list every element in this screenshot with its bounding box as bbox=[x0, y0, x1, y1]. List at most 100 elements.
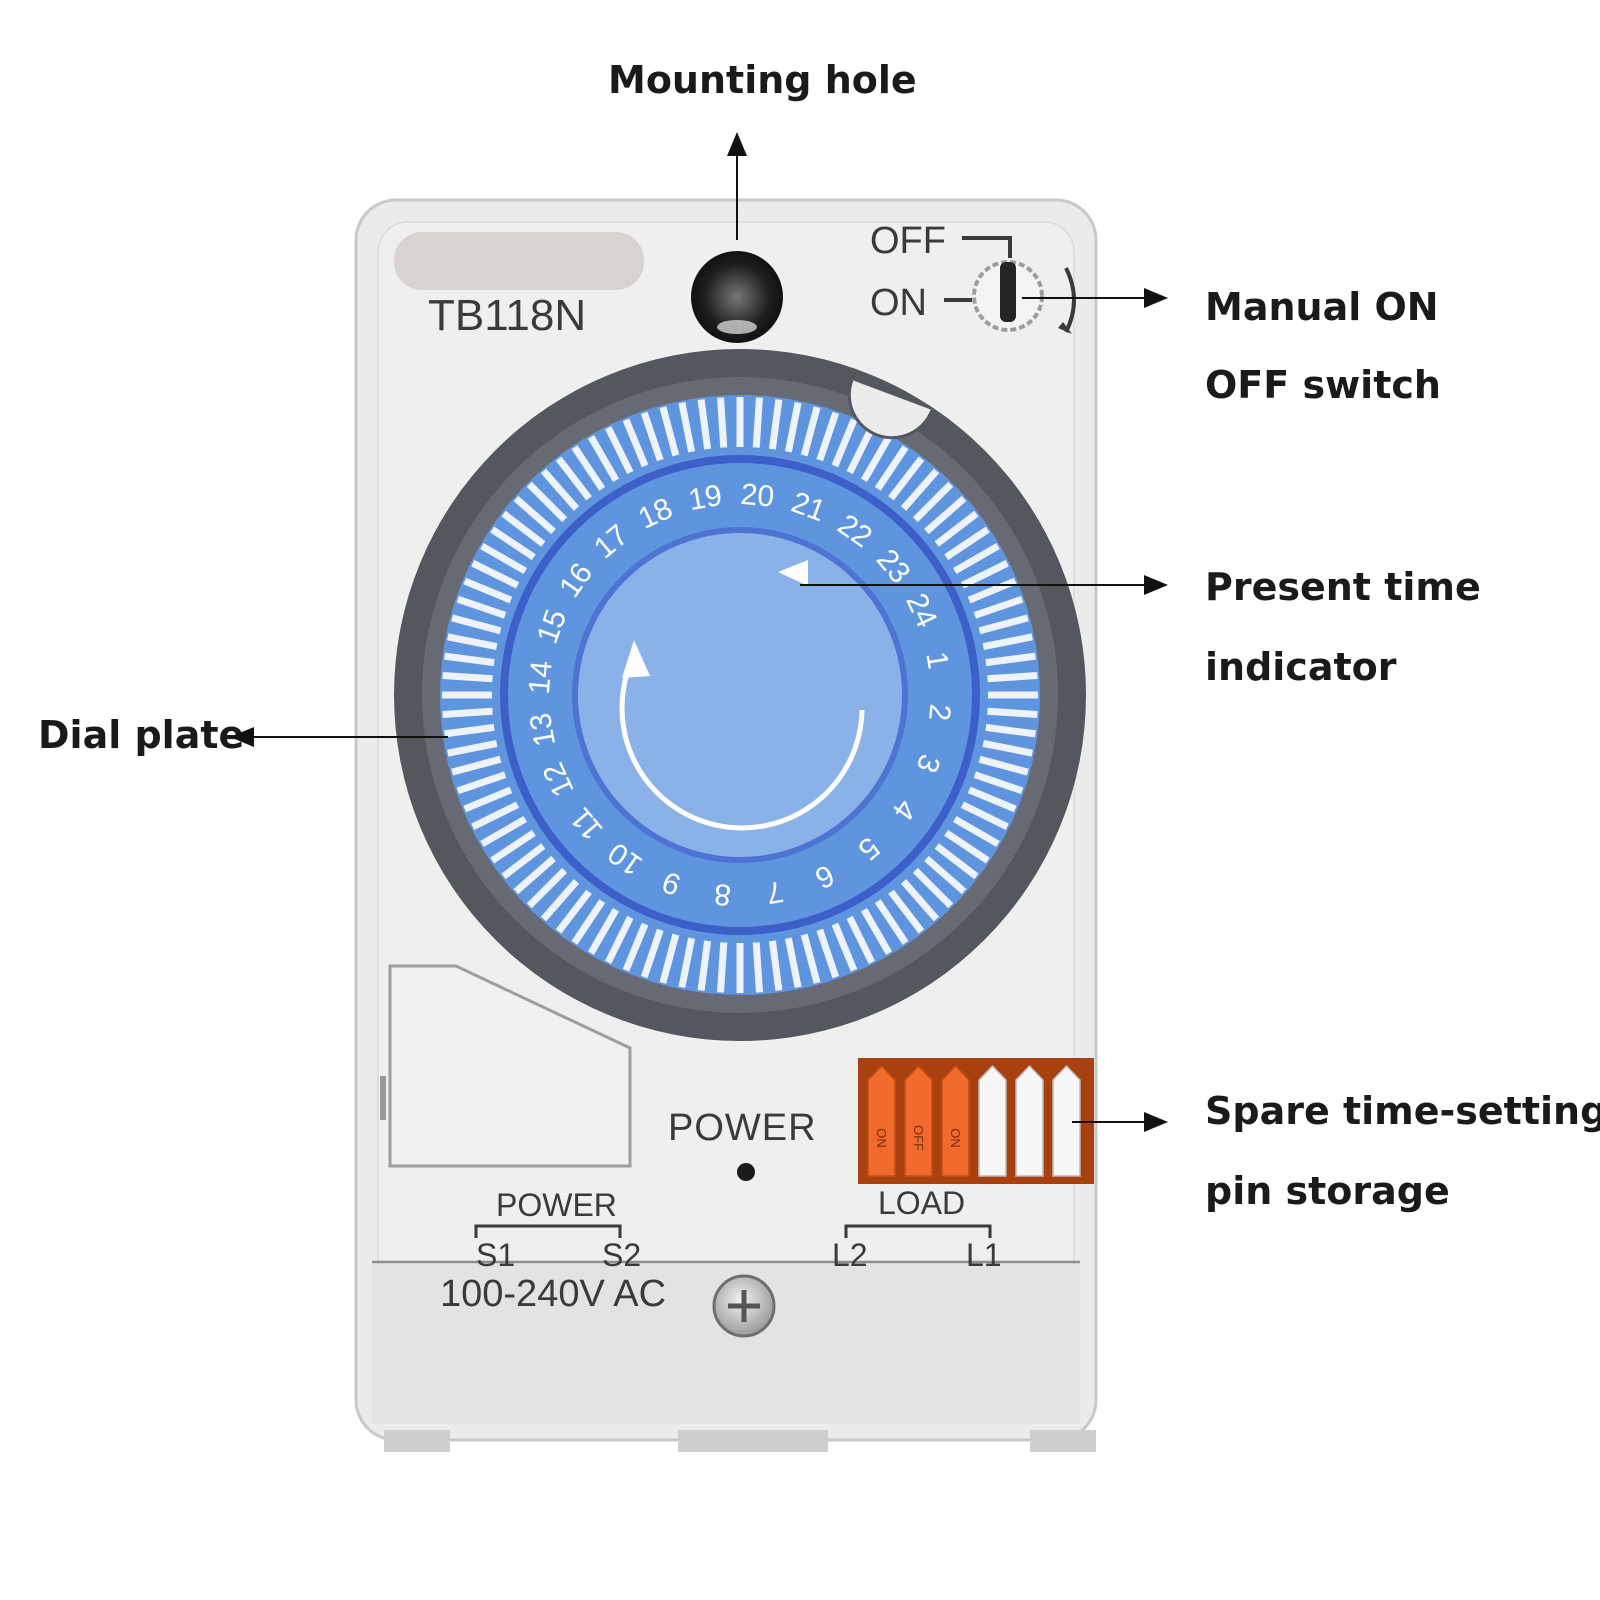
dial-segment[interactable] bbox=[985, 652, 1036, 667]
dial-segment[interactable] bbox=[978, 614, 1029, 635]
time-setting-pin-white[interactable] bbox=[1015, 1064, 1044, 1177]
dial-segment[interactable] bbox=[736, 943, 744, 993]
dial-segment[interactable] bbox=[451, 614, 502, 635]
dial-segment[interactable] bbox=[513, 855, 556, 895]
dial-segment[interactable] bbox=[640, 928, 664, 979]
dial-segment[interactable] bbox=[605, 426, 634, 475]
dial-segment[interactable] bbox=[831, 418, 858, 468]
dial-segment[interactable] bbox=[456, 595, 507, 619]
dial-segment[interactable] bbox=[768, 940, 783, 991]
dial-segment[interactable] bbox=[960, 801, 1009, 830]
dial-segment[interactable] bbox=[442, 691, 492, 699]
dial-segment[interactable] bbox=[982, 633, 1033, 651]
dial-segment[interactable] bbox=[912, 867, 954, 909]
dial-segment[interactable] bbox=[555, 456, 592, 501]
dial-segment[interactable] bbox=[800, 933, 821, 984]
dial-segment[interactable] bbox=[768, 399, 783, 450]
dial-segment[interactable] bbox=[960, 560, 1009, 589]
dial-segment[interactable] bbox=[444, 723, 495, 738]
dial-segment[interactable] bbox=[831, 922, 858, 972]
dial-segment[interactable] bbox=[442, 707, 493, 718]
dial-segment[interactable] bbox=[752, 942, 763, 993]
dial-segment[interactable] bbox=[953, 542, 1000, 575]
dial-segment[interactable] bbox=[736, 397, 744, 447]
dial-segment[interactable] bbox=[540, 468, 580, 511]
dial-segment[interactable] bbox=[471, 560, 520, 589]
dial-segment[interactable] bbox=[900, 879, 940, 922]
dial-segment[interactable] bbox=[953, 815, 1000, 848]
dial-segment[interactable] bbox=[717, 942, 728, 993]
dial-segment[interactable] bbox=[659, 406, 680, 457]
dial-segment[interactable] bbox=[784, 937, 802, 988]
dial-segment[interactable] bbox=[587, 908, 620, 955]
dial-segment[interactable] bbox=[987, 707, 1038, 718]
dial-segment[interactable] bbox=[874, 899, 909, 945]
dial-segments[interactable] bbox=[442, 397, 1038, 993]
dial-segment[interactable] bbox=[874, 445, 909, 491]
dial-segment[interactable] bbox=[987, 672, 1038, 683]
dial-segment[interactable] bbox=[490, 829, 536, 864]
time-setting-pin-white[interactable] bbox=[1052, 1064, 1081, 1177]
dial-segment[interactable] bbox=[697, 399, 712, 450]
dial-segment[interactable] bbox=[846, 426, 875, 475]
dial-segment[interactable] bbox=[471, 801, 520, 830]
dial-segment[interactable] bbox=[988, 691, 1038, 699]
time-setting-pin-orange[interactable] bbox=[867, 1064, 896, 1177]
dial-segment[interactable] bbox=[463, 786, 513, 813]
dial-segment[interactable] bbox=[480, 815, 527, 848]
dial-segment[interactable] bbox=[622, 922, 649, 972]
dial-segment[interactable] bbox=[860, 435, 893, 482]
dial-segment[interactable] bbox=[800, 406, 821, 457]
dial-segment[interactable] bbox=[982, 739, 1033, 757]
dial-segment[interactable] bbox=[973, 595, 1024, 619]
time-setting-pin-white[interactable] bbox=[978, 1064, 1007, 1177]
dial-segment[interactable] bbox=[526, 867, 568, 909]
dial-segment[interactable] bbox=[640, 411, 664, 462]
dial-segment[interactable] bbox=[490, 526, 536, 561]
manual-switch[interactable]: OFF ON bbox=[870, 220, 1076, 334]
dial-segment[interactable] bbox=[924, 495, 967, 535]
dial-segment[interactable] bbox=[888, 456, 925, 501]
dial-segment[interactable] bbox=[967, 786, 1017, 813]
dial-segment[interactable] bbox=[846, 915, 875, 964]
dial-segment[interactable] bbox=[501, 510, 546, 547]
dial-segment[interactable] bbox=[571, 899, 606, 945]
dial-segment[interactable] bbox=[447, 739, 498, 757]
dial-segment[interactable] bbox=[526, 481, 568, 523]
dial-segment[interactable] bbox=[456, 771, 507, 795]
dial-segment[interactable] bbox=[447, 633, 498, 651]
dial-segment[interactable] bbox=[978, 755, 1029, 776]
dial-segment[interactable] bbox=[717, 397, 728, 448]
dial-segment[interactable] bbox=[924, 855, 967, 895]
dial-segment[interactable] bbox=[587, 435, 620, 482]
dial-segment[interactable] bbox=[985, 723, 1036, 738]
dial-segment[interactable] bbox=[501, 843, 546, 880]
dial-segment[interactable] bbox=[540, 879, 580, 922]
dial-segment[interactable] bbox=[860, 908, 893, 955]
dial-segment[interactable] bbox=[622, 418, 649, 468]
dial-segment[interactable] bbox=[442, 672, 493, 683]
dial-segment[interactable] bbox=[451, 755, 502, 776]
dial-segment[interactable] bbox=[571, 445, 606, 491]
dial-segment[interactable] bbox=[944, 829, 990, 864]
dial-segment[interactable] bbox=[605, 915, 634, 964]
dial-segment[interactable] bbox=[816, 928, 840, 979]
time-setting-pin-orange[interactable] bbox=[941, 1064, 970, 1177]
dial-segment[interactable] bbox=[900, 468, 940, 511]
dial-segment[interactable] bbox=[678, 937, 696, 988]
dial-segment[interactable] bbox=[513, 495, 556, 535]
dial-segment[interactable] bbox=[816, 411, 840, 462]
dial-segment[interactable] bbox=[659, 933, 680, 984]
dial-segment[interactable] bbox=[934, 843, 979, 880]
dial-segment[interactable] bbox=[973, 771, 1024, 795]
dial-segment[interactable] bbox=[752, 397, 763, 448]
dial-segment[interactable] bbox=[555, 889, 592, 934]
dial-segment[interactable] bbox=[784, 402, 802, 453]
dial-segment[interactable] bbox=[912, 481, 954, 523]
dial-segment[interactable] bbox=[944, 526, 990, 561]
dial-segment[interactable] bbox=[697, 940, 712, 991]
time-setting-pin-orange[interactable] bbox=[904, 1064, 933, 1177]
dial-segment[interactable] bbox=[444, 652, 495, 667]
